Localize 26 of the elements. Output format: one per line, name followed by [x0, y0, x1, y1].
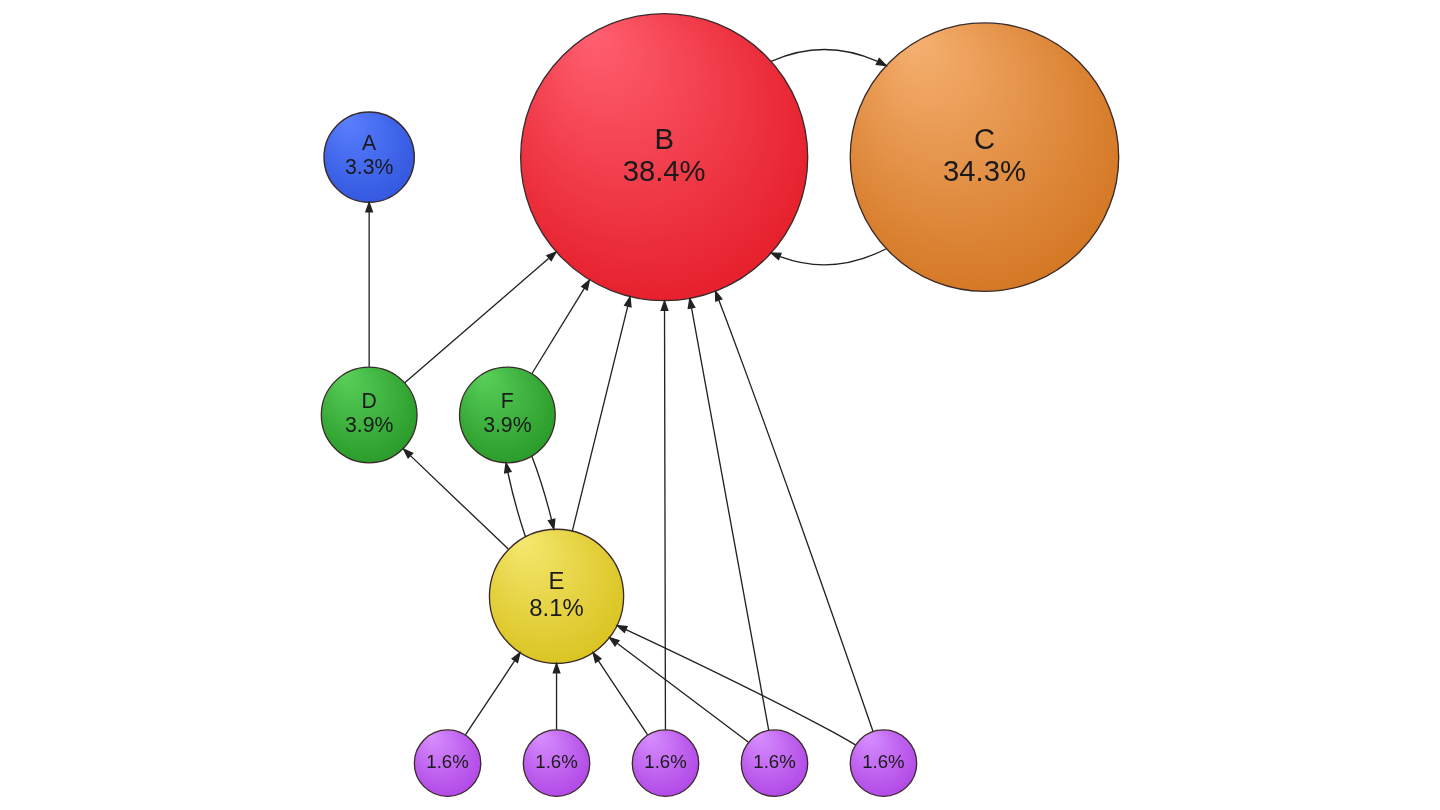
arrow — [571, 295, 632, 532]
arrow — [552, 661, 561, 731]
node-circle: 1.6% — [740, 729, 809, 798]
node-circle: 1.6% — [631, 729, 700, 798]
arrow — [714, 289, 874, 733]
arrow — [592, 651, 649, 736]
node-circle: F 3.9% — [458, 366, 556, 464]
arrow — [660, 299, 669, 731]
node-circle: 1.6% — [413, 729, 482, 798]
arrow — [607, 636, 749, 743]
arrow — [402, 447, 509, 550]
arrow — [687, 296, 770, 731]
node-circle: D 3.9% — [320, 366, 418, 464]
arrow — [615, 624, 857, 746]
node-circle: C 34.3% — [849, 22, 1120, 293]
arrow — [503, 461, 527, 538]
arrow — [531, 455, 556, 531]
arrow — [404, 250, 558, 384]
arrow — [531, 278, 591, 375]
arrow — [464, 651, 522, 736]
node-circle: 1.6% — [522, 729, 591, 798]
node-circle: 1.6% — [849, 729, 918, 798]
arrow — [364, 200, 374, 368]
arrow — [769, 248, 887, 266]
node-circle: A 3.3% — [323, 111, 415, 203]
arrow — [770, 48, 888, 67]
